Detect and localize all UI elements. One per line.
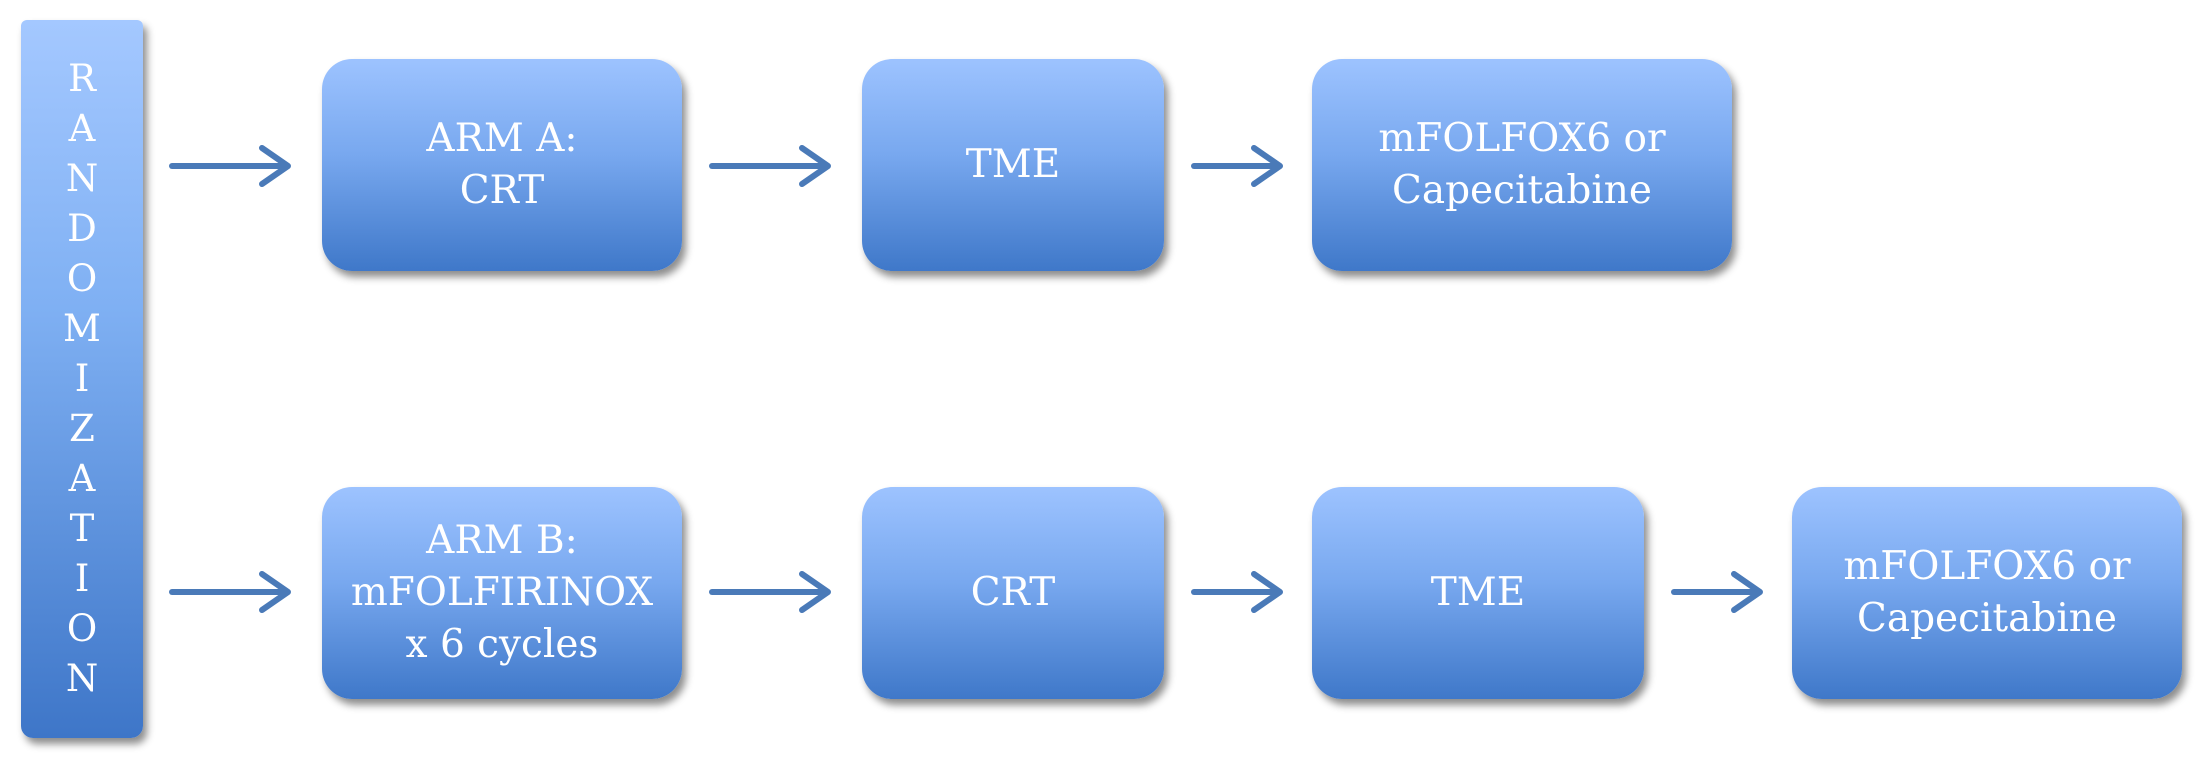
randomization-letter: O xyxy=(66,607,98,650)
arm-b-cycles: x 6 cycles xyxy=(405,622,599,667)
arrow-rand-to-arm-a xyxy=(169,145,291,187)
arm-a-tme-box: TME xyxy=(862,59,1164,271)
randomization-letter: Z xyxy=(69,407,95,450)
arm-b-treatment: mFOLFIRINOX xyxy=(350,570,654,615)
randomization-bar: R A N D O M I Z A T I O N xyxy=(21,20,143,738)
randomization-letter: I xyxy=(74,557,90,600)
arrow-arm-a-to-tme xyxy=(709,145,831,187)
arm-a-box: ARM A: CRT xyxy=(322,59,682,271)
arm-a-chemo-line2: Capecitabine xyxy=(1391,168,1652,213)
randomization-letter: A xyxy=(68,457,96,500)
arm-a-title: ARM A: xyxy=(426,116,578,161)
arm-a-treatment: CRT xyxy=(459,168,545,213)
arrow-rand-to-arm-b xyxy=(169,571,291,613)
randomization-letter: O xyxy=(66,257,98,300)
randomization-letter: N xyxy=(65,657,99,700)
randomization-letter: R xyxy=(68,57,96,100)
arrow-tme-to-chemo-b xyxy=(1671,571,1763,613)
arm-b-box: ARM B: mFOLFIRINOX x 6 cycles xyxy=(322,487,682,699)
randomization-letter: A xyxy=(68,107,96,150)
randomization-letter: N xyxy=(65,157,99,200)
arm-a-chemo-line1: mFOLFOX6 or xyxy=(1378,116,1666,161)
arrow-tme-to-chemo-a xyxy=(1191,145,1283,187)
randomization-letter: D xyxy=(67,207,97,250)
randomization-letter: M xyxy=(63,307,101,350)
randomization-letter: T xyxy=(69,507,95,550)
arm-b-crt-label: CRT xyxy=(970,570,1056,615)
arm-b-title: ARM B: xyxy=(426,518,578,563)
arm-b-chemo-box: mFOLFOX6 or Capecitabine xyxy=(1792,487,2182,699)
arrow-arm-b-to-crt xyxy=(709,571,831,613)
arrow-crt-to-tme xyxy=(1191,571,1283,613)
arm-b-tme-box: TME xyxy=(1312,487,1644,699)
arm-b-crt-box: CRT xyxy=(862,487,1164,699)
arm-b-tme-label: TME xyxy=(1430,570,1526,615)
arm-b-chemo-line2: Capecitabine xyxy=(1856,596,2117,641)
arm-b-chemo-line1: mFOLFOX6 or xyxy=(1843,544,2131,589)
randomization-letter: I xyxy=(74,357,90,400)
arm-a-chemo-box: mFOLFOX6 or Capecitabine xyxy=(1312,59,1732,271)
arm-a-tme-label: TME xyxy=(965,142,1061,187)
